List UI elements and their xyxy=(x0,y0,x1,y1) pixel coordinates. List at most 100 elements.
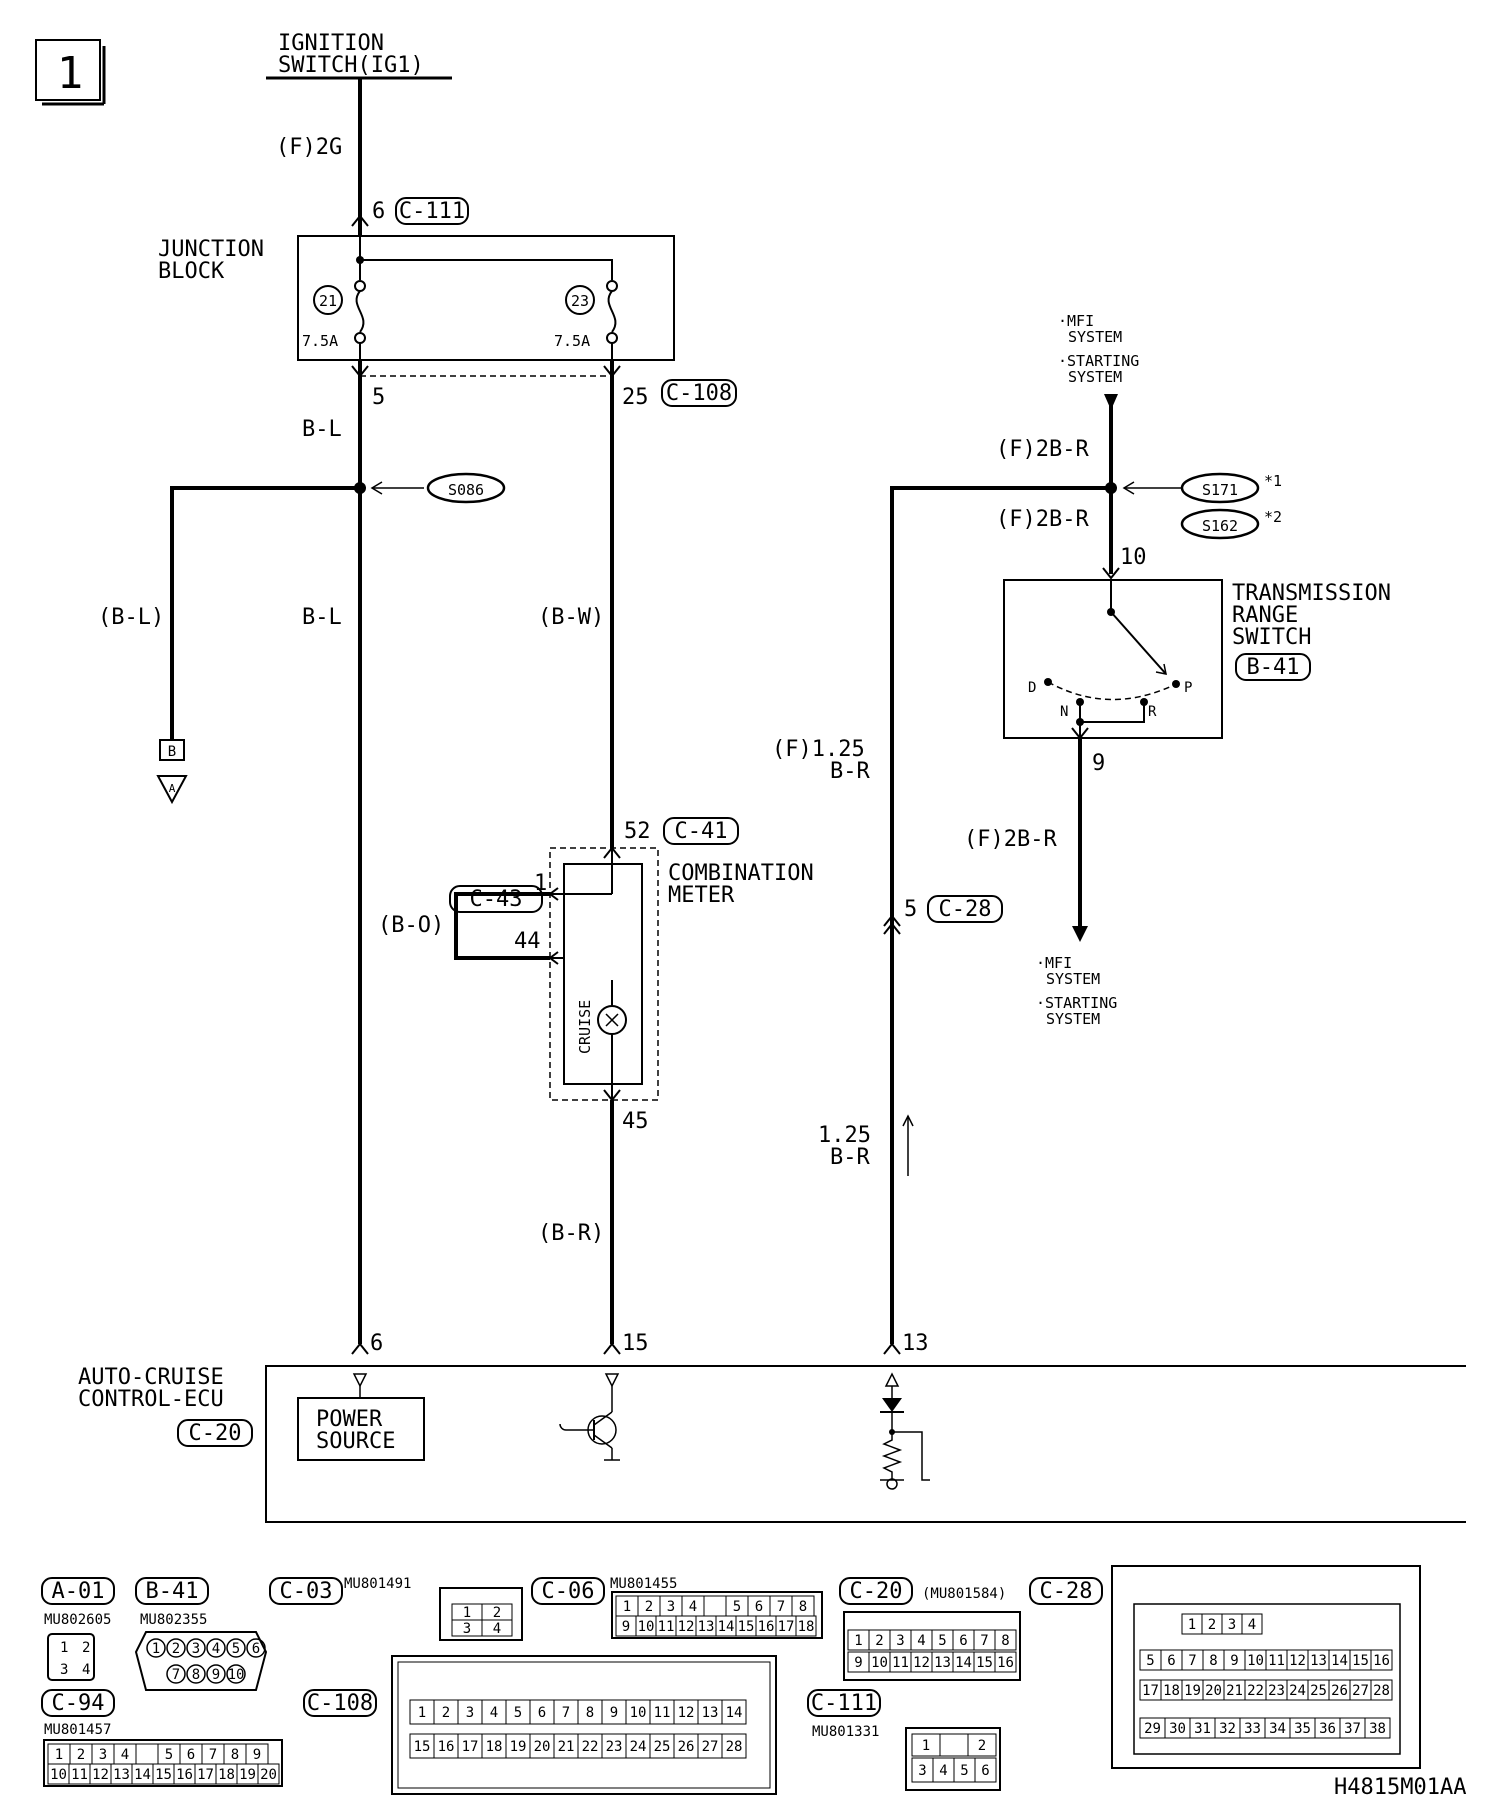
b41-pin-3: 3 xyxy=(192,1641,200,1657)
c03-pin-4: 4 xyxy=(493,1621,501,1637)
connector-c94-name: C-94 xyxy=(52,1691,105,1716)
c108-pin-3: 3 xyxy=(466,1705,474,1721)
power-source-2: SOURCE xyxy=(316,1429,395,1454)
c06-pin-5: 5 xyxy=(733,1599,741,1615)
c28-pin-28-cell xyxy=(1370,1679,1393,1701)
c94-pin-11: 11 xyxy=(71,1767,88,1783)
c28-pin-18: 18 xyxy=(1163,1683,1180,1699)
meter-pin-45: 45 xyxy=(622,1109,649,1134)
transmission-range-switch xyxy=(1003,579,1223,739)
c108-pin-1: 1 xyxy=(418,1705,426,1721)
cruise-label: CRUISE xyxy=(576,1000,594,1054)
c20-pin-2: 2 xyxy=(875,1633,883,1649)
c94-pin-13: 13 xyxy=(113,1767,130,1783)
junction-block xyxy=(297,235,675,361)
auto-cruise-ecu xyxy=(265,1365,1466,1523)
mfi-top-1: ·MFI xyxy=(1058,312,1094,330)
right-wire-mid: (F)2B-R xyxy=(996,507,1089,532)
wire-b-l-branch xyxy=(170,486,360,740)
b41-pin-2: 2 xyxy=(172,1641,180,1657)
right-vert-1a: (F)1.25 xyxy=(772,737,865,762)
c06-pin-14: 14 xyxy=(718,1619,735,1635)
mid-connector: C-108 xyxy=(666,381,732,406)
connector-c108-name: C-108 xyxy=(307,1691,373,1716)
ecu-pin-6: 6 xyxy=(370,1331,383,1356)
c28-pin-3: 3 xyxy=(1228,1617,1236,1633)
drawing-code: H4815M01AA xyxy=(1334,1775,1466,1800)
note-2: *2 xyxy=(1264,508,1282,526)
c28-pin-6: 6 xyxy=(1167,1653,1175,1669)
ecu-label-2: CONTROL-ECU xyxy=(78,1387,224,1412)
c94-pin-20: 20 xyxy=(260,1767,277,1783)
c108-pin-10: 10 xyxy=(630,1705,647,1721)
ecu-pin-15: 15 xyxy=(622,1331,649,1356)
c20-pin-3: 3 xyxy=(896,1633,904,1649)
splice-s171: S171 xyxy=(1202,481,1238,499)
connector-c06-part: MU801455 xyxy=(610,1576,677,1592)
connector-a01-part: MU802605 xyxy=(44,1612,111,1628)
b41-pin-9-cell xyxy=(206,1664,226,1684)
c108-pin-16: 16 xyxy=(438,1739,455,1755)
page-number: 1 xyxy=(57,48,84,99)
fuse-23-label: 23 xyxy=(571,292,589,310)
connector-c06-name: C-06 xyxy=(542,1579,595,1604)
c108-pin-7: 7 xyxy=(562,1705,570,1721)
c108-pin-13: 13 xyxy=(702,1705,719,1721)
c28-pin-9: 9 xyxy=(1230,1653,1238,1669)
trs-label-1: TRANSMISSION xyxy=(1232,581,1391,606)
c108-pin-11: 11 xyxy=(654,1705,671,1721)
diode-symbol xyxy=(882,1398,902,1412)
c28-pin-25: 25 xyxy=(1310,1683,1327,1699)
c108-pin-21: 21 xyxy=(558,1739,575,1755)
c28-pin-11: 11 xyxy=(1268,1653,1285,1669)
c06-pin-6: 6 xyxy=(755,1599,763,1615)
trs-connector: B-41 xyxy=(1247,655,1300,680)
c03-pin-3: 3 xyxy=(463,1621,471,1637)
c28-pin-28: 28 xyxy=(1373,1683,1390,1699)
connector-c28-name: C-28 xyxy=(1040,1579,1093,1604)
resistor-symbol xyxy=(881,1432,903,1480)
b41-pin-7: 7 xyxy=(172,1667,180,1683)
a01-pin-4: 4 xyxy=(82,1662,90,1678)
mfi-bot-2: SYSTEM xyxy=(1046,970,1100,988)
c94-pin-8: 8 xyxy=(231,1747,239,1763)
connector-c94-part: MU801457 xyxy=(44,1722,111,1738)
b41-pin-5-cell xyxy=(226,1638,246,1658)
mid-wire-color: (B-W) xyxy=(538,605,604,630)
right-pin-5: 5 xyxy=(904,897,917,922)
c94-pin-7: 7 xyxy=(209,1747,217,1763)
right-connector-c28: C-28 xyxy=(939,897,992,922)
c20-pin-13: 13 xyxy=(934,1655,951,1671)
trs-label-2: RANGE xyxy=(1232,603,1298,628)
mid-pin-25: 25 xyxy=(622,385,649,410)
connector-c03-part: MU801491 xyxy=(344,1576,411,1592)
b41-pin-10: 10 xyxy=(228,1667,245,1683)
c94-pin-19: 19 xyxy=(239,1767,256,1783)
c20-pin-12: 12 xyxy=(913,1655,930,1671)
b41-pin-4-cell xyxy=(206,1638,226,1658)
right-vert-2b: B-R xyxy=(830,1145,870,1170)
mfi-top-2: SYSTEM xyxy=(1068,328,1122,346)
ignition-label-2: SWITCH(IG1) xyxy=(278,53,424,78)
c94-pin-5: 5 xyxy=(165,1747,173,1763)
meter-connector-c43: C-43 xyxy=(470,887,523,912)
meter-pin-1: 1 xyxy=(534,871,547,896)
c108-pin-28: 28 xyxy=(726,1739,743,1755)
c28-pin-35: 35 xyxy=(1294,1721,1311,1737)
trs-pin-10: 10 xyxy=(1120,545,1147,570)
c111-pin-5: 5 xyxy=(960,1763,968,1779)
c94-pin-key-cell xyxy=(135,1743,159,1765)
b41-pin-8-cell xyxy=(186,1664,206,1684)
c94-pin-15: 15 xyxy=(155,1767,172,1783)
b41-pin-1-cell xyxy=(146,1638,166,1658)
note-1: *1 xyxy=(1264,472,1282,490)
c28-pin-15: 15 xyxy=(1352,1653,1369,1669)
b41-pin-6: 6 xyxy=(252,1641,260,1657)
